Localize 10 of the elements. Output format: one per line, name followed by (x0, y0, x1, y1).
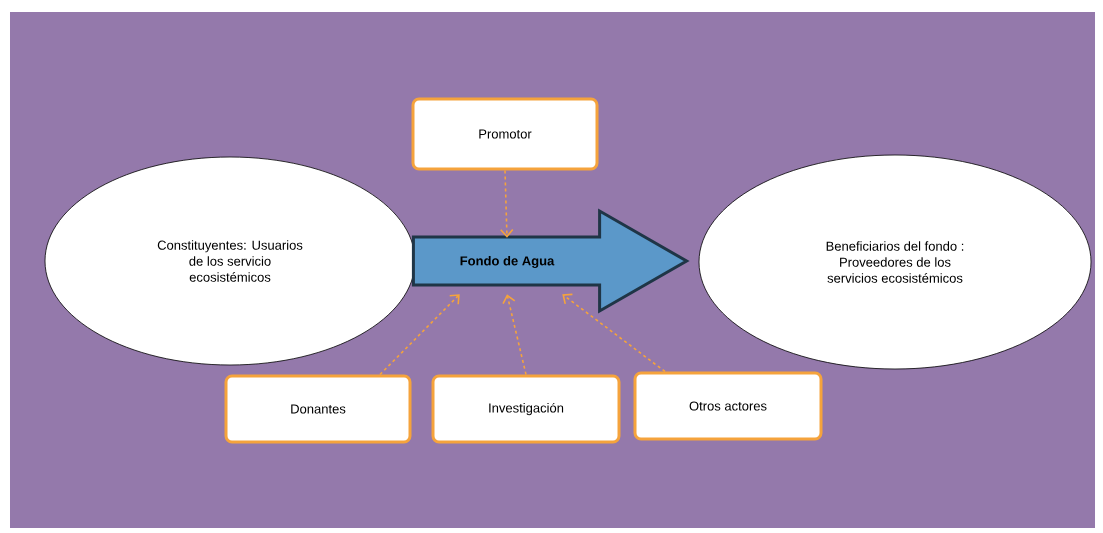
text-box: Investigación (431, 374, 621, 444)
arrow (502, 294, 527, 376)
text-box: Promotor (411, 97, 599, 171)
block-arrow (411, 208, 690, 314)
arrow-text: Fondo de Agua (460, 255, 555, 269)
text-box: Donantes (224, 374, 412, 444)
arrow (562, 293, 666, 373)
text-box: Otros actores (633, 371, 823, 441)
arrow (499, 169, 514, 238)
arrow (379, 294, 460, 376)
